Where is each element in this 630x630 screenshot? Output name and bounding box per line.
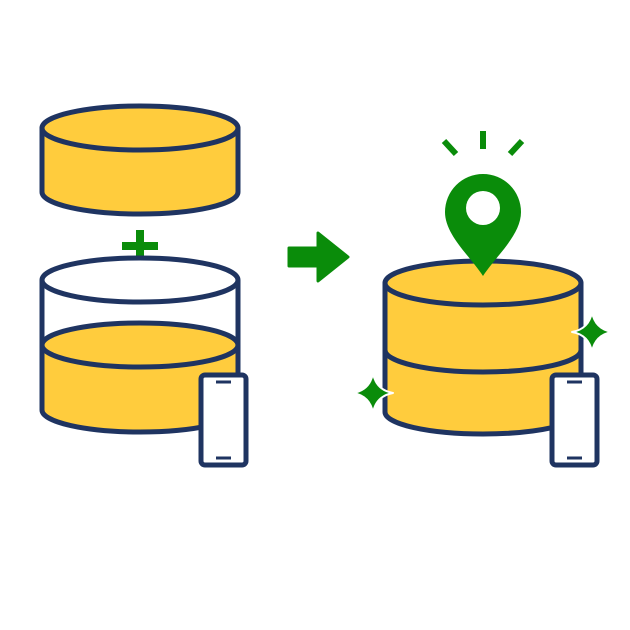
arrow-right-icon xyxy=(287,231,350,283)
smartphone-icon xyxy=(198,372,249,468)
database-top-disk-icon xyxy=(39,103,241,217)
sparkle-icon xyxy=(352,372,394,414)
database-partial-icon xyxy=(39,255,241,435)
location-pin-icon xyxy=(445,174,521,276)
sparkle-icon xyxy=(571,311,613,353)
smartphone-icon xyxy=(549,372,600,468)
pin-highlight-lines-icon xyxy=(441,131,525,157)
database-full-icon xyxy=(382,258,584,437)
